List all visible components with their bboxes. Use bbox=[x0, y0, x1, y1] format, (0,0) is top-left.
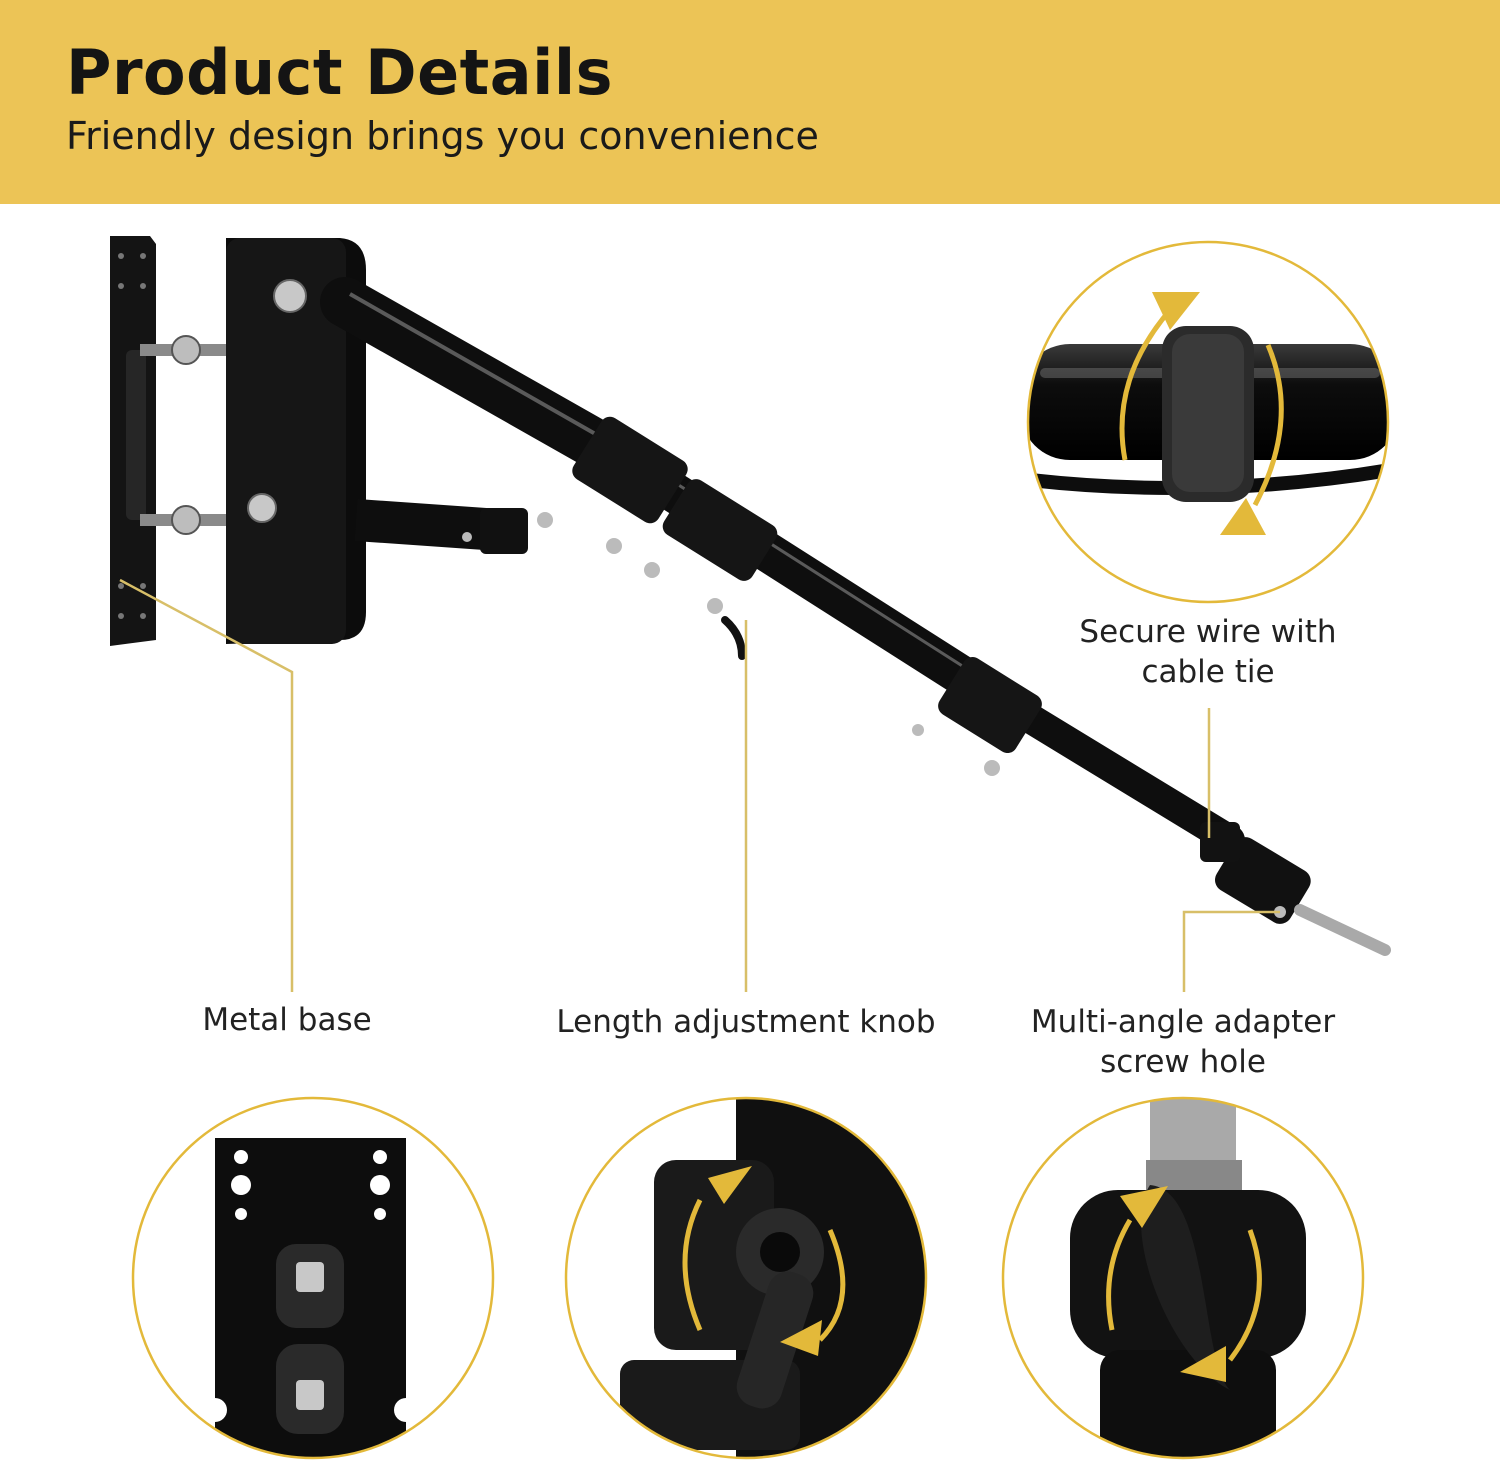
mount-bracket bbox=[226, 238, 366, 644]
callout-label-length-knob: Length adjustment knob bbox=[556, 1004, 936, 1040]
page-title: Product Details bbox=[66, 36, 614, 109]
callout-label-cable-tie: Secure wire with cable tie bbox=[1060, 612, 1356, 692]
support-strut bbox=[354, 499, 502, 551]
rotate-arrow-icon bbox=[1119, 308, 1172, 461]
detail-circle-length-knob bbox=[564, 1096, 928, 1460]
callout-label-cable-tie-line1: Secure wire with bbox=[1079, 614, 1337, 650]
detail-circle-adapter bbox=[1001, 1096, 1365, 1460]
rotate-arrow-icon bbox=[1106, 1218, 1133, 1331]
callout-label-adapter-line1: Multi-angle adapter bbox=[1030, 1004, 1336, 1040]
callout-label-adapter: Multi-angle adapter screw hole bbox=[1020, 1002, 1346, 1082]
detail-circle-metal-base bbox=[131, 1096, 495, 1460]
detail-circle-cable-tie bbox=[1026, 240, 1390, 604]
metal-wall-plate bbox=[110, 236, 156, 646]
callout-line-metal-base bbox=[119, 578, 294, 992]
callout-label-cable-tie-line2: cable tie bbox=[1141, 654, 1275, 690]
rotate-arrow-icon bbox=[682, 1198, 703, 1331]
callout-lines bbox=[119, 578, 1280, 992]
mount-bolts bbox=[140, 335, 230, 535]
header-banner bbox=[0, 0, 1500, 204]
callout-label-adapter-line2: screw hole bbox=[1100, 1044, 1266, 1080]
callout-line-adapter bbox=[1182, 910, 1280, 992]
wall-mount-boom-arm bbox=[110, 236, 1391, 956]
strut-joint bbox=[480, 508, 528, 554]
adapter-lever bbox=[1141, 1185, 1230, 1390]
end-adapter bbox=[1200, 822, 1391, 956]
callout-label-metal-base: Metal base bbox=[202, 1002, 372, 1038]
page-subtitle: Friendly design brings you convenience bbox=[66, 114, 819, 158]
tube-collars bbox=[537, 416, 1042, 776]
